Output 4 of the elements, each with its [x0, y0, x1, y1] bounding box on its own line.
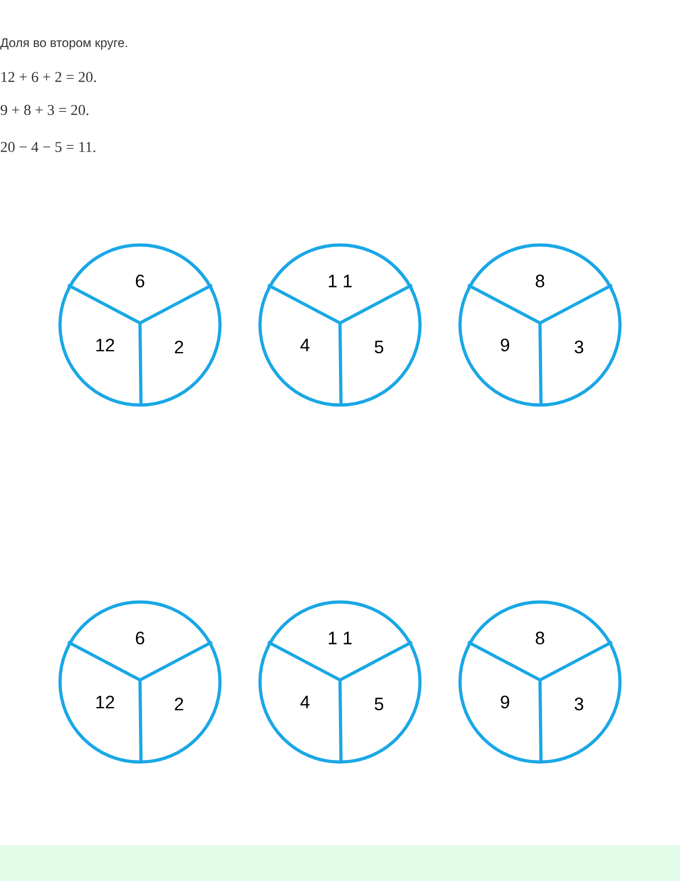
equation-text: 9 + 8 + 3 = 20.: [0, 104, 88, 116]
heading-text: Доля во втором круге.: [0, 38, 127, 50]
equation-text: 12 + 6 + 2 = 20.: [2, 72, 96, 82]
equation-text: 20 − 4 − 5 = 11.: [0, 142, 96, 152]
